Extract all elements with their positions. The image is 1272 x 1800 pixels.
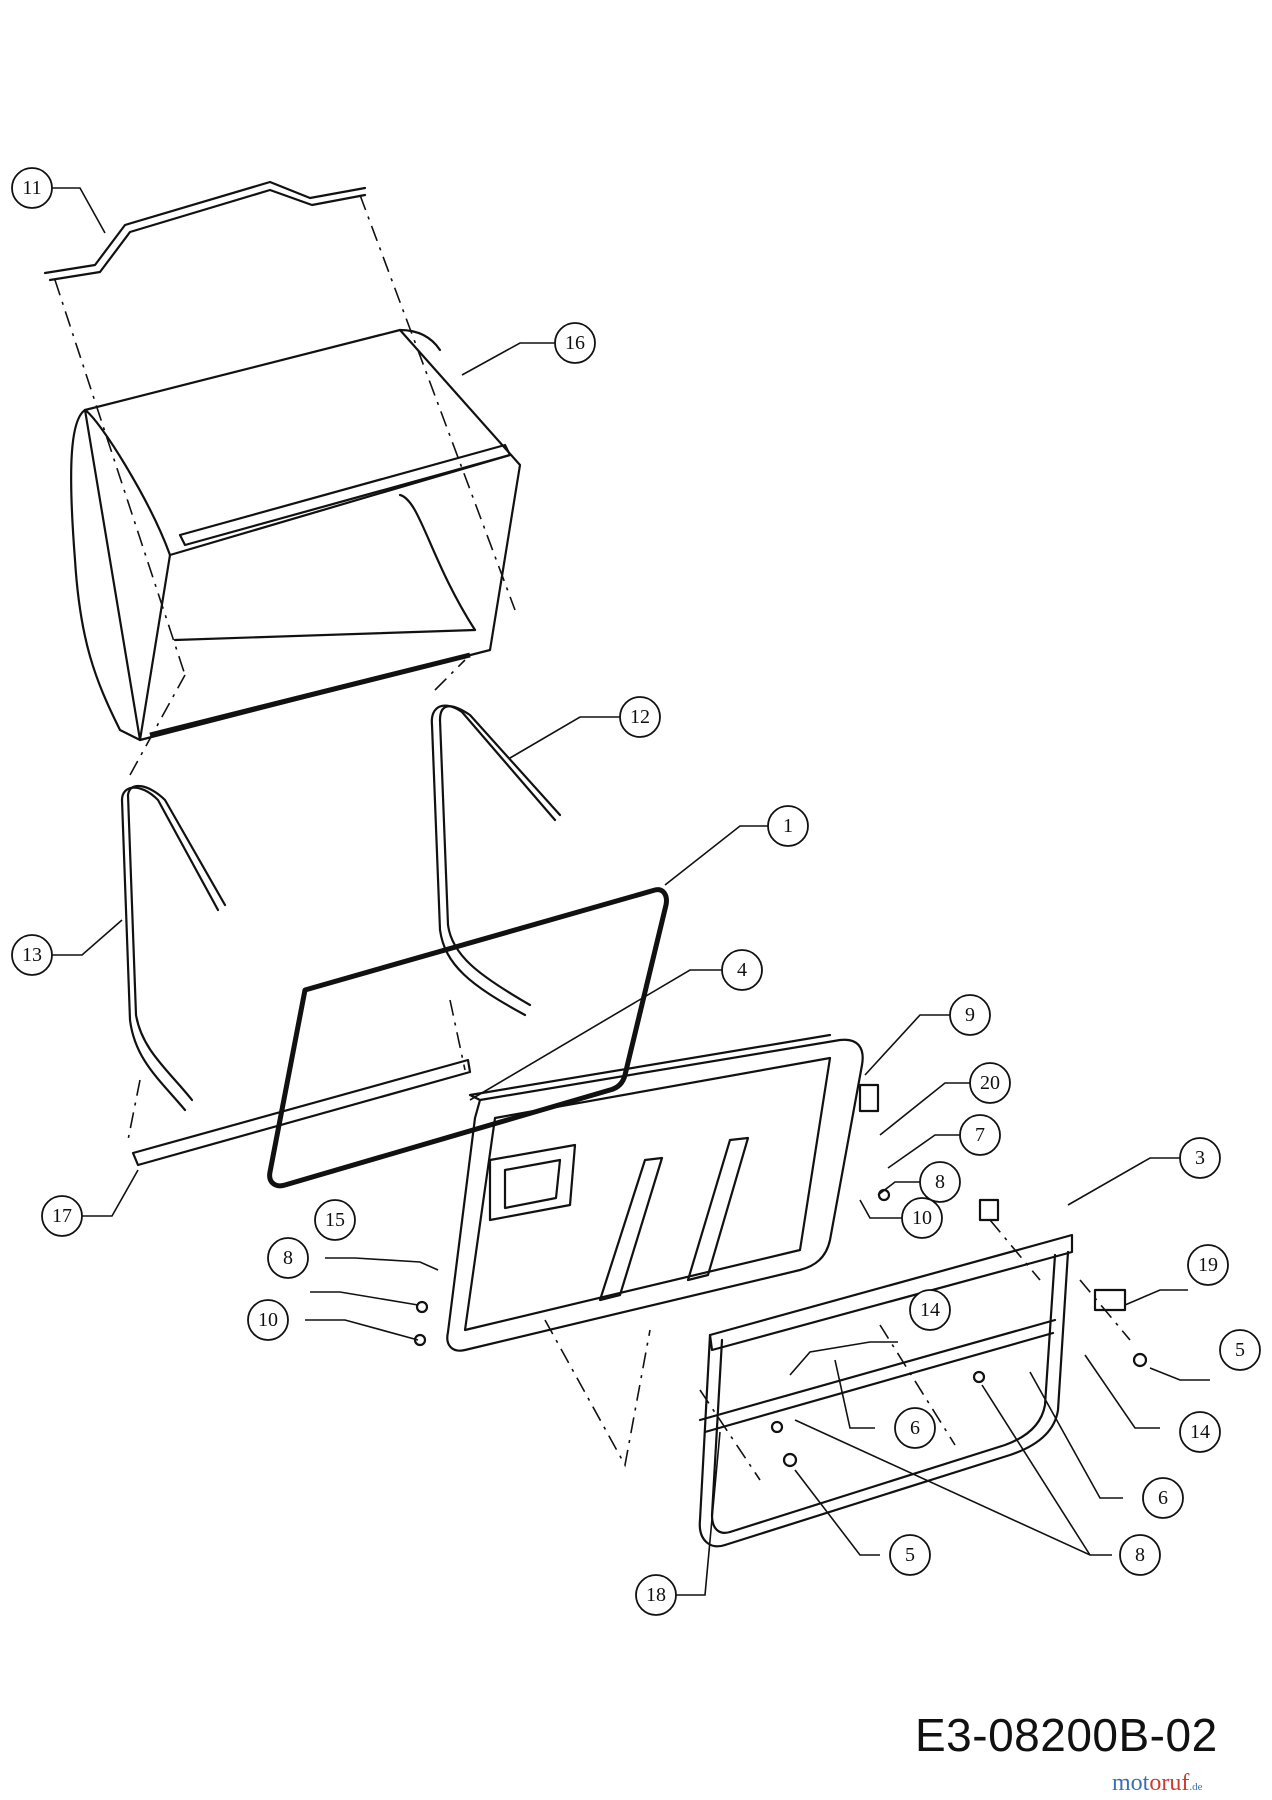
callout-9: 9: [949, 994, 991, 1036]
callout-8-lower-label: 8: [1135, 1544, 1145, 1566]
watermark-suffix: .de: [1189, 1781, 1203, 1793]
callout-13: 13: [11, 934, 53, 976]
callout-14-middle: 14: [909, 1289, 951, 1331]
assembly-dashed-lines: [54, 194, 1131, 1481]
callout-10-left-label: 10: [258, 1309, 278, 1331]
callout-20: 20: [969, 1062, 1011, 1104]
part-17-front-rod: [131, 1058, 472, 1167]
callout-1-label: 1: [783, 815, 793, 837]
callout-12-label: 12: [630, 706, 650, 728]
callout-10-upper-label: 10: [912, 1207, 932, 1229]
watermark-part2: oruf: [1149, 1770, 1190, 1796]
callout-12: 12: [619, 696, 661, 738]
part-1-seal-frame: [267, 887, 669, 1189]
callout-8-upper-label: 8: [935, 1171, 945, 1193]
callout-11-label: 11: [22, 177, 41, 199]
callout-15: 15: [314, 1199, 356, 1241]
leader-lines: [52, 187, 1210, 1596]
callout-10-left: 10: [247, 1299, 289, 1341]
callout-4: 4: [721, 949, 763, 991]
callout-8-left: 8: [267, 1237, 309, 1279]
callout-14-right-label: 14: [1190, 1421, 1210, 1443]
part-11-handle-rod: [43, 180, 367, 282]
callout-6-middle-label: 6: [910, 1417, 920, 1439]
callout-5-right: 5: [1219, 1329, 1261, 1371]
callout-14-middle-label: 14: [920, 1299, 940, 1321]
callout-15-label: 15: [325, 1209, 345, 1231]
callout-7: 7: [959, 1114, 1001, 1156]
callout-5-right-label: 5: [1235, 1339, 1245, 1361]
callout-18-label: 18: [646, 1584, 666, 1606]
callout-17: 17: [41, 1195, 83, 1237]
callout-5-lower: 5: [889, 1534, 931, 1576]
callout-3: 3: [1179, 1137, 1221, 1179]
callout-6-middle: 6: [894, 1407, 936, 1449]
part-12-side-frame: [430, 704, 562, 1017]
callout-18: 18: [635, 1574, 677, 1616]
callout-20-label: 20: [980, 1072, 1000, 1094]
watermark-part1: mot: [1112, 1770, 1150, 1796]
watermark-logo: motoruf.de: [1112, 1770, 1202, 1797]
callout-1: 1: [767, 805, 809, 847]
callout-19-label: 19: [1198, 1254, 1218, 1276]
callout-6-right: 6: [1142, 1477, 1184, 1519]
callout-13-label: 13: [22, 944, 42, 966]
callout-11: 11: [11, 167, 53, 209]
part-13-side-frame: [120, 784, 227, 1112]
callout-14-right: 14: [1179, 1411, 1221, 1453]
callout-5-lower-label: 5: [905, 1544, 915, 1566]
callout-6-right-label: 6: [1158, 1487, 1168, 1509]
callout-19: 19: [1187, 1244, 1229, 1286]
part-18-lower-frame: [698, 1233, 1074, 1548]
part-4-frame-plate: [446, 1033, 864, 1352]
callout-3-label: 3: [1195, 1147, 1205, 1169]
drawing-code: E3-08200B-02: [915, 1709, 1218, 1761]
callout-4-label: 4: [737, 959, 747, 981]
callout-9-label: 9: [965, 1004, 975, 1026]
callout-16: 16: [554, 322, 596, 364]
callout-16-label: 16: [565, 332, 585, 354]
part-16-grass-bag: [70, 328, 522, 742]
callout-8-left-label: 8: [283, 1247, 293, 1269]
callout-8-lower: 8: [1119, 1534, 1161, 1576]
hardware-parts: [413, 1083, 1148, 1468]
callout-17-label: 17: [52, 1205, 72, 1227]
callout-8-upper: 8: [919, 1161, 961, 1203]
callout-7-label: 7: [975, 1124, 985, 1146]
callout-10-upper: 10: [901, 1197, 943, 1239]
